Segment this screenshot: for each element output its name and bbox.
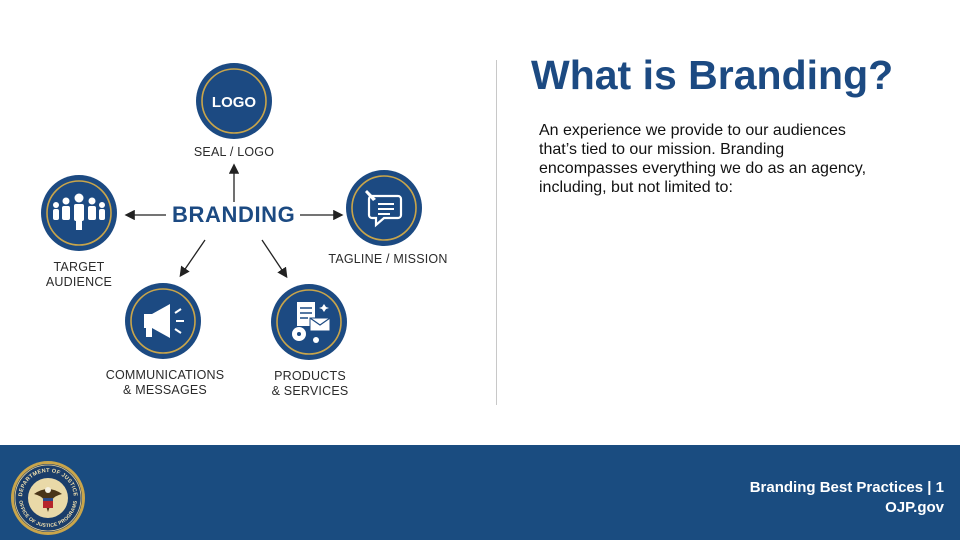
slide-title: What is Branding? — [531, 52, 894, 98]
label-products: PRODUCTS & SERVICES — [271, 369, 349, 398]
doj-seal-icon: DEPARTMENT OF JUSTICE OFFICE OF JUSTICE … — [11, 461, 85, 535]
branding-diagram: LOGO — [0, 0, 500, 440]
label-tagline-mission: TAGLINE / MISSION — [328, 252, 448, 266]
label-target-audience: TARGET AUDIENCE — [45, 260, 113, 289]
center-branding: BRANDING — [172, 202, 296, 227]
slide-body-text: An experience we provide to our audience… — [539, 122, 867, 196]
diagram-graphics: LOGO — [41, 63, 422, 360]
megaphone-icon — [125, 283, 201, 359]
label-seal-logo: SEAL / LOGO — [193, 145, 275, 159]
arrow-to-comms — [179, 239, 206, 278]
label-communications: COMMUNICATIONS & MESSAGES — [105, 368, 225, 397]
footer-text: Branding Best Practices | 1 OJP.gov — [750, 478, 944, 518]
products-icon — [271, 284, 347, 360]
speech-bubble-icon — [346, 170, 422, 246]
arrow-to-products — [261, 239, 288, 279]
vertical-divider — [496, 60, 497, 405]
logo-circle-text: LOGO — [212, 94, 256, 111]
footer-bar: DEPARTMENT OF JUSTICE OFFICE OF JUSTICE … — [0, 445, 960, 540]
footer-slide-info: Branding Best Practices | 1 — [749, 479, 944, 496]
logo-icon: LOGO — [196, 63, 272, 139]
audience-icon — [41, 175, 117, 251]
footer-website: OJP.gov — [885, 499, 944, 516]
